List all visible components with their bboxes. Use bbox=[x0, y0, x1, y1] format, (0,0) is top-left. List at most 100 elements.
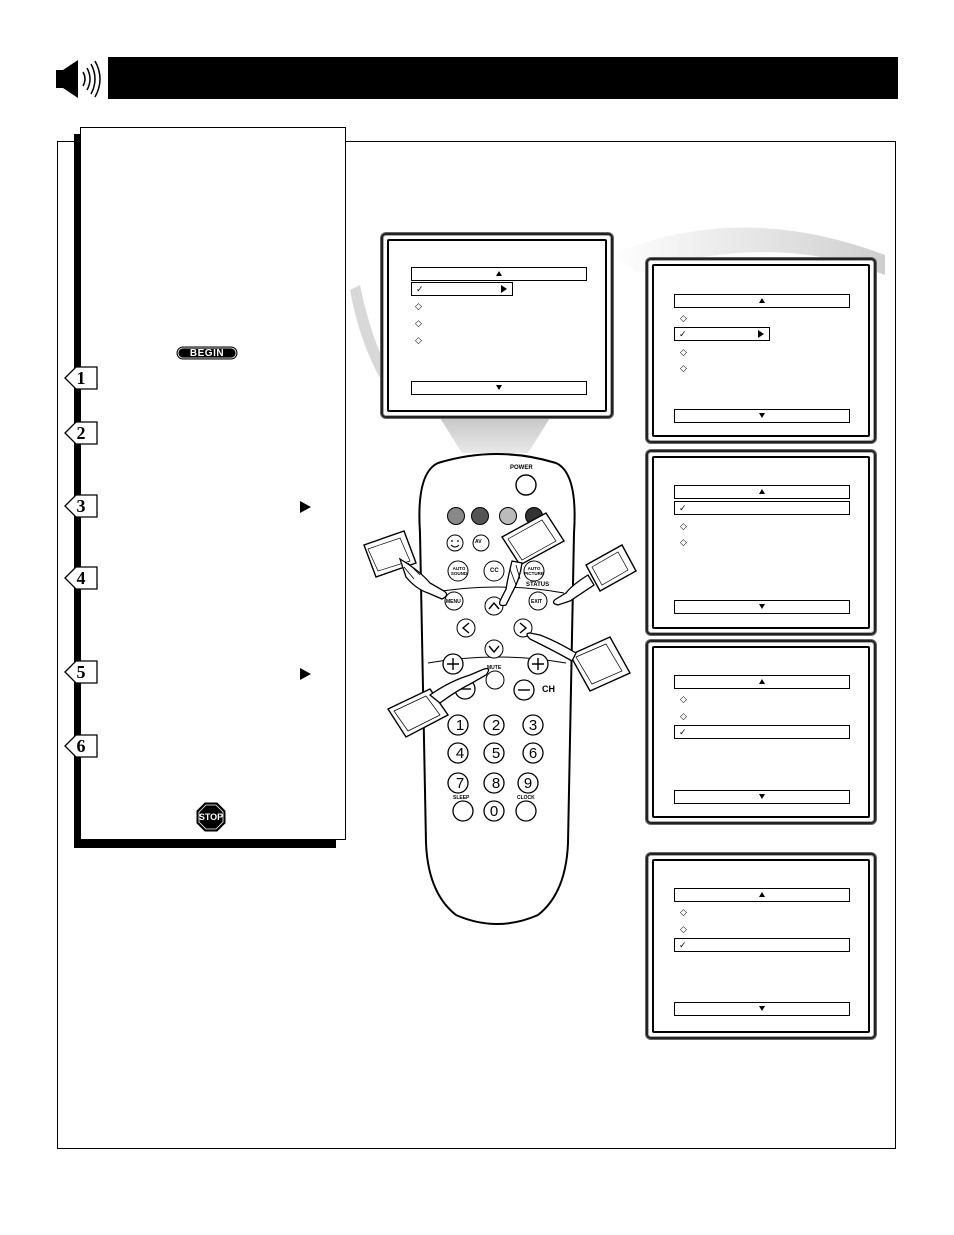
status-label: STATUS bbox=[526, 582, 550, 588]
screen-b-item-3: ◇ bbox=[680, 537, 687, 547]
right-button[interactable] bbox=[513, 618, 533, 638]
screen-b-item-selected: ✓ bbox=[674, 501, 850, 515]
hand-down-icon bbox=[386, 667, 490, 738]
step-6-number: 6 bbox=[76, 735, 86, 756]
digit-0-button[interactable] bbox=[483, 800, 505, 822]
down-arrow-icon bbox=[496, 385, 502, 390]
instructions-panel bbox=[80, 127, 346, 840]
down-arrow-icon bbox=[759, 604, 765, 609]
digit-7-label: 7 bbox=[455, 775, 465, 792]
screen-d-menu-down-bar bbox=[674, 1002, 850, 1016]
av-button[interactable] bbox=[472, 534, 490, 552]
digit-2-button[interactable] bbox=[483, 714, 505, 736]
screen-c-item-2: ◇ bbox=[680, 711, 687, 721]
screen-b-menu-up-bar bbox=[674, 485, 850, 499]
hand-menu-icon bbox=[363, 530, 448, 600]
digit-3-button[interactable] bbox=[522, 714, 544, 736]
down-arrow-icon bbox=[759, 794, 765, 799]
screen-d-item-2: ◇ bbox=[680, 924, 687, 934]
hand-right-icon bbox=[526, 632, 631, 692]
screen-b-item-2: ◇ bbox=[680, 521, 687, 531]
screen-c-item-1: ◇ bbox=[680, 694, 687, 704]
screen-step-c: ◇ ◇ ✓ bbox=[646, 640, 876, 824]
up-arrow-icon bbox=[759, 892, 765, 897]
screen-main-menu-down-bar bbox=[411, 381, 587, 395]
digit-4-button[interactable] bbox=[447, 742, 469, 764]
step-5-marker: 5 bbox=[64, 660, 98, 684]
step-2-marker: 2 bbox=[64, 421, 98, 445]
screen-main-item-2: ◇ bbox=[415, 301, 422, 311]
check-icon: ✓ bbox=[679, 329, 687, 339]
step-3-right-arrow-icon bbox=[300, 501, 311, 513]
remote-control bbox=[418, 453, 576, 925]
color-button-3[interactable] bbox=[499, 507, 517, 525]
up-arrow-icon bbox=[496, 271, 502, 276]
pointing-hands bbox=[363, 512, 637, 738]
check-icon: ✓ bbox=[679, 727, 687, 737]
color-button-2[interactable] bbox=[471, 507, 489, 525]
up-arrow-icon bbox=[759, 298, 765, 303]
digit-2-label: 2 bbox=[491, 717, 501, 734]
step-1-number: 1 bbox=[76, 367, 86, 388]
smiley-button[interactable] bbox=[446, 534, 464, 552]
digit-7-button[interactable] bbox=[447, 772, 469, 794]
up-arrow-icon bbox=[759, 679, 765, 684]
screen-d-item-1: ◇ bbox=[680, 907, 687, 917]
screen-main-item-3: ◇ bbox=[415, 318, 422, 328]
screen-c-menu-up-bar bbox=[674, 675, 850, 689]
check-icon: ✓ bbox=[679, 503, 687, 513]
digit-5-button[interactable] bbox=[483, 742, 505, 764]
av-label: AV bbox=[475, 539, 482, 545]
step-5-right-arrow-icon bbox=[300, 668, 311, 680]
screen-step-a: ◇ ✓ ◇ ◇ bbox=[646, 258, 876, 443]
screen-d-menu-up-bar bbox=[674, 888, 850, 902]
stop-label-wrap: STOP bbox=[196, 802, 226, 832]
speaker-icon bbox=[56, 60, 101, 98]
power-button[interactable] bbox=[515, 474, 537, 496]
digit-1-button[interactable] bbox=[447, 714, 469, 736]
digit-6-button[interactable] bbox=[522, 742, 544, 764]
content-frame bbox=[57, 141, 896, 1149]
screen-step-b: ✓ ◇ ◇ bbox=[646, 450, 876, 635]
screen-main: ✓ ◇ ◇ ◇ bbox=[381, 233, 613, 418]
clock-label: CLOCK bbox=[517, 795, 535, 801]
menu-label: MENU bbox=[446, 599, 461, 605]
down-button[interactable] bbox=[484, 639, 504, 659]
digit-5-label: 5 bbox=[491, 745, 501, 762]
digit-6-label: 6 bbox=[528, 745, 538, 762]
digit-8-label: 8 bbox=[491, 775, 501, 792]
screen-a-item-selected: ✓ bbox=[674, 327, 770, 341]
step-6-marker: 6 bbox=[64, 734, 98, 758]
begin-badge bbox=[176, 346, 238, 360]
beam-shapes bbox=[350, 227, 885, 453]
power-label: POWER bbox=[510, 465, 533, 471]
cc-button[interactable] bbox=[483, 560, 505, 582]
exit-button[interactable] bbox=[528, 591, 548, 611]
screen-a-item-3: ◇ bbox=[680, 347, 687, 357]
clock-button[interactable] bbox=[515, 800, 537, 822]
up-arrow-icon bbox=[759, 489, 765, 494]
step-4-marker: 4 bbox=[64, 566, 98, 590]
screen-step-d: ◇ ◇ ✓ bbox=[646, 853, 876, 1039]
digit-3-label: 3 bbox=[528, 717, 538, 734]
left-button[interactable] bbox=[456, 618, 476, 638]
step-5-number: 5 bbox=[76, 661, 86, 682]
exit-label: EXIT bbox=[531, 599, 543, 605]
sleep-button[interactable] bbox=[452, 800, 474, 822]
screen-c-item-selected: ✓ bbox=[674, 725, 850, 739]
auto-sound-button[interactable] bbox=[447, 560, 469, 582]
screen-a-menu-up-bar bbox=[674, 294, 850, 308]
auto-picture-button[interactable] bbox=[523, 560, 545, 582]
stop-label: STOP bbox=[198, 812, 224, 822]
step-1-marker: 1 bbox=[64, 366, 98, 390]
mute-button[interactable] bbox=[485, 670, 505, 690]
color-button-1[interactable] bbox=[447, 507, 465, 525]
submenu-arrow-icon bbox=[501, 285, 507, 293]
begin-label-wrap: BEGIN bbox=[176, 346, 238, 360]
menu-button[interactable] bbox=[444, 591, 464, 611]
screen-main-item-selected: ✓ bbox=[411, 282, 513, 296]
digit-8-button[interactable] bbox=[483, 772, 505, 794]
mute-label: MUTE bbox=[487, 665, 502, 671]
digit-9-button[interactable] bbox=[517, 772, 539, 794]
screen-main-item-4: ◇ bbox=[415, 335, 422, 345]
